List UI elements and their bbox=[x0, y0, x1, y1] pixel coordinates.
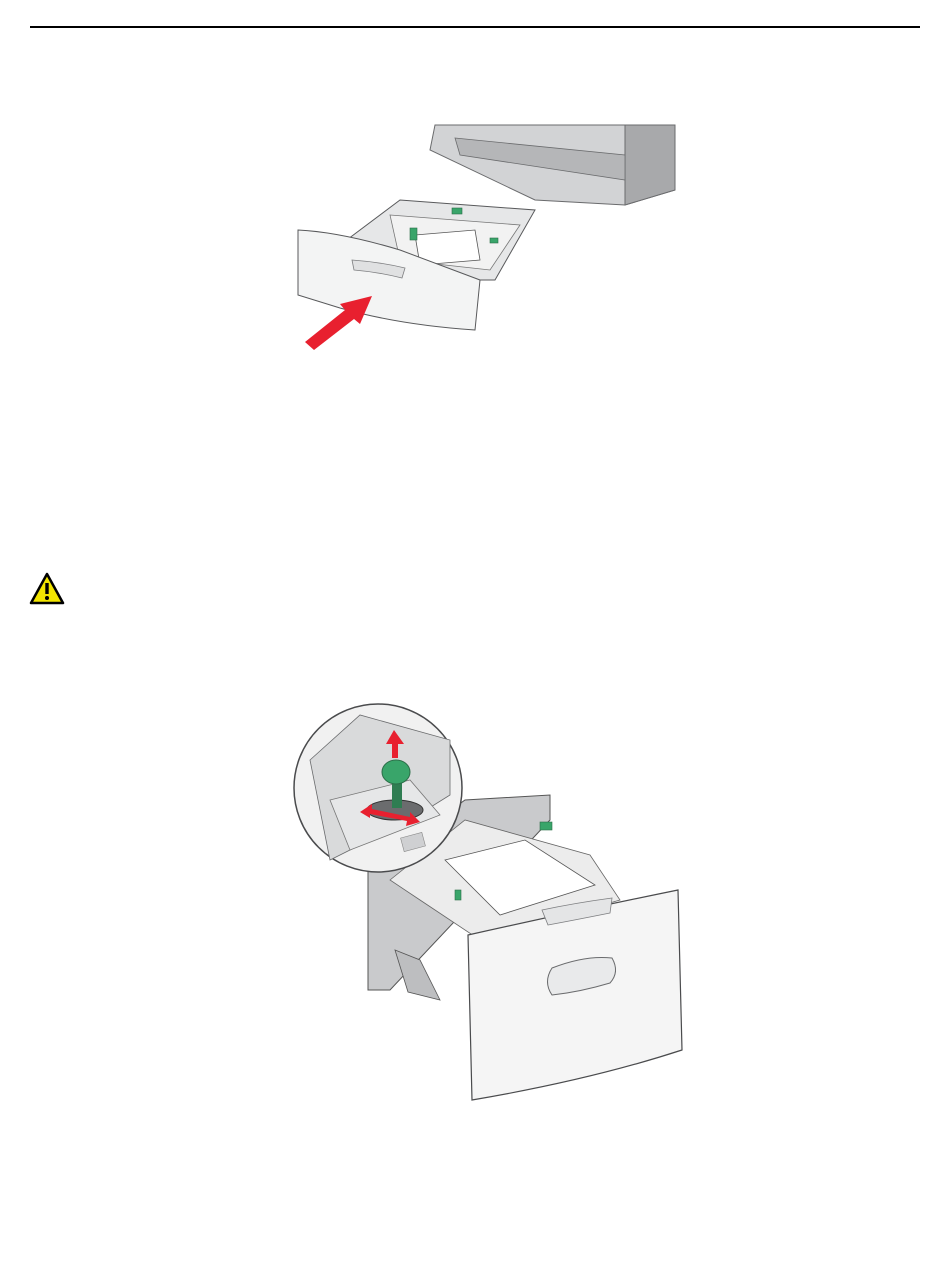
tray-insert-illustration bbox=[280, 120, 680, 350]
drawer-guide-illustration bbox=[290, 700, 700, 1110]
header-rule bbox=[30, 26, 920, 28]
caution-triangle-icon bbox=[29, 572, 65, 606]
